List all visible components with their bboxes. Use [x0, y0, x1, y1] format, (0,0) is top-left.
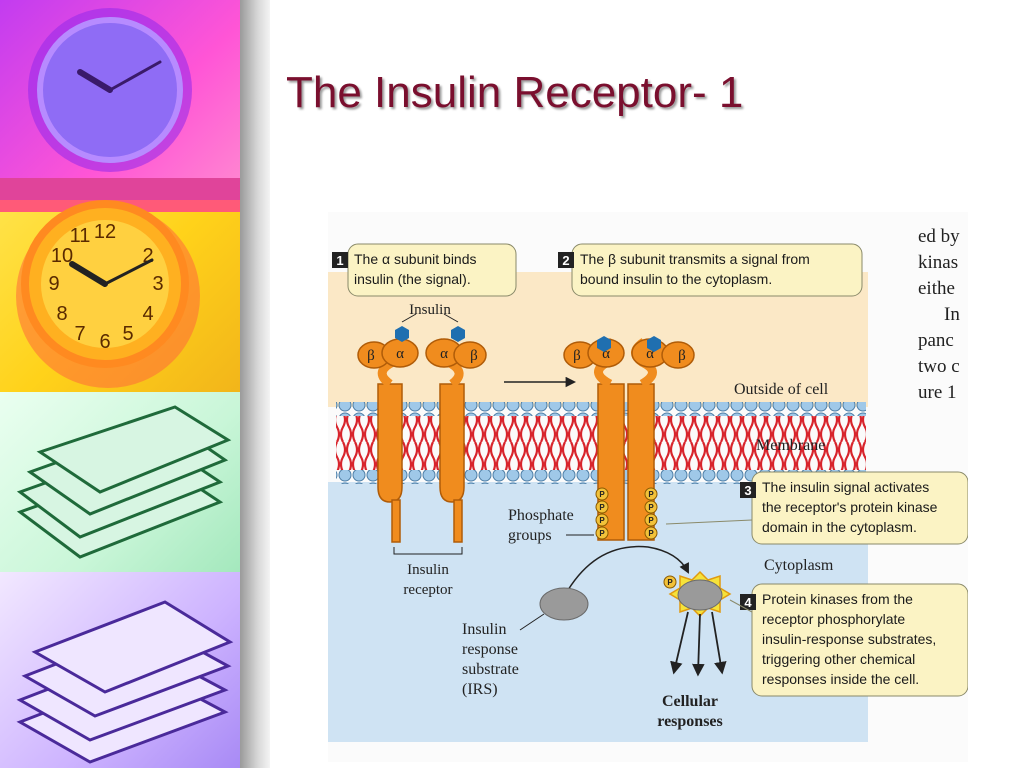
svg-text:The α subunit binds: The α subunit binds — [354, 251, 477, 267]
cellular-label-line1: Cellular — [662, 693, 718, 710]
svg-text:insulin-response substrates,: insulin-response substrates, — [762, 631, 936, 647]
svg-text:insulin (the signal).: insulin (the signal). — [354, 271, 471, 287]
sidebar-shadow — [240, 0, 270, 768]
bg-text-5: panc — [918, 330, 954, 351]
bg-text-4: In — [944, 304, 960, 325]
phosphate-groups: PP PP PP PP — [595, 487, 658, 540]
svg-text:domain in the cytoplasm.: domain in the cytoplasm. — [762, 519, 917, 535]
beta-label-2: β — [470, 348, 478, 364]
svg-text:P: P — [648, 490, 654, 499]
irs-molecule — [539, 587, 589, 621]
svg-text:P: P — [599, 503, 605, 512]
callout-1: 1 The α subunit binds insulin (the signa… — [332, 243, 517, 297]
callout-4: 4 Protein kinases from the receptor phos… — [740, 583, 969, 697]
diagram-canvas: ed by kinas eithe In panc two c ure 1 β … — [328, 212, 969, 762]
activation-arrow — [567, 545, 689, 591]
svg-text:4: 4 — [744, 595, 752, 610]
purple-books-panel — [0, 572, 240, 768]
svg-text:the receptor's protein kinase: the receptor's protein kinase — [762, 499, 938, 515]
svg-text:2: 2 — [142, 245, 153, 267]
svg-text:P: P — [599, 490, 605, 499]
beta-label-1: β — [367, 348, 375, 364]
svg-text:P: P — [667, 578, 673, 587]
cytoplasm-label: Cytoplasm — [764, 557, 834, 574]
inactive-receptor: β α α β Insulin Insulin receptor — [357, 302, 487, 598]
alpha-label-4: α — [646, 346, 654, 362]
background-text: ed by kinas eithe In panc two c ure 1 — [918, 226, 960, 403]
svg-text:9: 9 — [48, 273, 59, 295]
alpha-label-3: α — [602, 346, 610, 362]
insulin-label: Insulin — [409, 302, 451, 318]
bound-insulin — [647, 336, 661, 352]
insulin-receptor-figure: ed by kinas eithe In panc two c ure 1 β … — [268, 202, 969, 764]
phosphate-label-line2: groups — [508, 527, 552, 544]
outside-of-cell-label: Outside of cell — [734, 381, 829, 398]
bg-text-6: two c — [918, 356, 960, 377]
beta-label-3: β — [573, 348, 581, 364]
svg-text:8: 8 — [56, 303, 67, 325]
svg-text:(IRS): (IRS) — [462, 681, 498, 698]
callout-3: 3 The insulin signal activates the recep… — [740, 471, 969, 545]
svg-text:triggering other chemical: triggering other chemical — [762, 651, 915, 667]
svg-text:12: 12 — [94, 221, 116, 243]
insulin-molecule — [395, 326, 409, 342]
membrane-label: Membrane — [756, 437, 825, 454]
svg-text:Protein kinases from the: Protein kinases from the — [762, 591, 913, 607]
svg-text:10: 10 — [51, 245, 73, 267]
svg-text:bound insulin to the cytoplasm: bound insulin to the cytoplasm. — [580, 271, 772, 287]
svg-text:response: response — [462, 641, 518, 658]
svg-text:3: 3 — [744, 483, 751, 498]
receptor-label-line1: Insulin — [407, 562, 449, 578]
insulin-molecule — [451, 326, 465, 342]
svg-text:4: 4 — [142, 303, 153, 325]
svg-text:P: P — [648, 529, 654, 538]
svg-text:P: P — [599, 529, 605, 538]
svg-text:substrate: substrate — [462, 661, 519, 678]
books-icon — [16, 405, 232, 559]
paper-stack-icon — [16, 600, 234, 764]
svg-text:receptor phosphorylate: receptor phosphorylate — [762, 611, 905, 627]
svg-text:P: P — [599, 516, 605, 525]
slide-title: The Insulin Receptor- 1 — [286, 68, 744, 117]
svg-text:7: 7 — [74, 323, 85, 345]
callout-2: 2 The β subunit transmits a signal from … — [558, 243, 863, 297]
bg-text-3: eithe — [918, 278, 955, 299]
purple-clock-panel — [0, 0, 240, 200]
svg-text:6: 6 — [99, 331, 110, 353]
svg-text:11: 11 — [70, 225, 91, 247]
irs-label: Insulin response substrate (IRS) — [462, 621, 519, 698]
svg-text:Insulin: Insulin — [462, 621, 506, 638]
activated-irs: P — [663, 570, 732, 618]
svg-text:2: 2 — [562, 253, 569, 268]
phosphate-label-line1: Phosphate — [508, 507, 574, 524]
bg-text-2: kinas — [918, 252, 958, 273]
svg-text:3: 3 — [152, 273, 163, 295]
svg-text:1: 1 — [336, 253, 343, 268]
alpha-label-2: α — [440, 346, 448, 362]
bg-text-7: ure 1 — [918, 382, 957, 403]
beta-label-4: β — [678, 348, 686, 364]
svg-text:P: P — [648, 516, 654, 525]
svg-text:The insulin signal activates: The insulin signal activates — [762, 479, 929, 495]
svg-text:5: 5 — [122, 323, 133, 345]
green-books-panel — [0, 392, 240, 572]
bound-insulin — [597, 336, 611, 352]
alpha-label-1: α — [396, 346, 404, 362]
svg-text:P: P — [648, 503, 654, 512]
clock-icon — [0, 8, 240, 200]
cellular-label-line2: responses — [657, 713, 723, 730]
bg-text-1: ed by — [918, 226, 960, 247]
svg-text:The β subunit transmits a sign: The β subunit transmits a signal from — [580, 251, 810, 267]
receptor-label-line2: receptor — [403, 582, 452, 598]
svg-text:responses inside the cell.: responses inside the cell. — [762, 671, 919, 687]
response-arrows — [670, 611, 727, 677]
active-receptor: β α α β PP PP PP PP Phosphate groups — [508, 336, 695, 544]
